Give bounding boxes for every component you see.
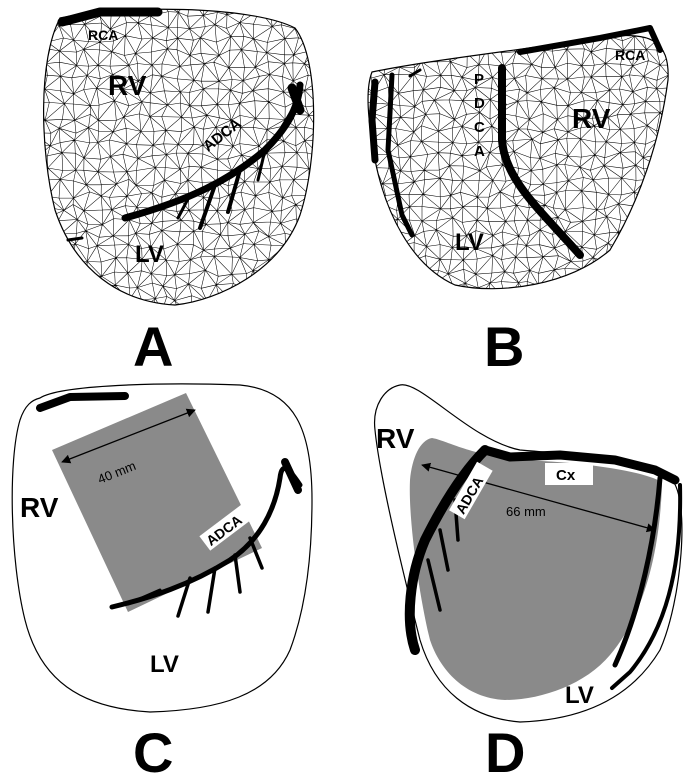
panel-b-rv-label: RV — [572, 103, 611, 134]
panel-a: RCA RV ADCA LV A — [32, 0, 338, 378]
panel-b-pdca-c: C — [474, 119, 485, 136]
panel-c-lv-label: LV — [150, 651, 179, 678]
panel-c-rca-label: RCA — [58, 403, 88, 419]
panel-a-letter: A — [133, 315, 173, 378]
panel-a-lv-label: LV — [135, 241, 164, 268]
panel-c: RCA 40 mm RV ADCA LV C — [12, 384, 312, 777]
panel-c-letter: C — [133, 721, 173, 777]
panel-d-dimension-label: 66 mm — [506, 504, 546, 519]
panel-d-rv-label: RV — [376, 423, 415, 454]
panel-b-rca-label: RCA — [615, 47, 645, 63]
panel-b-pdca-p: P — [474, 71, 484, 88]
panel-a-rca-label: RCA — [88, 27, 118, 43]
panel-b-pdca-a: A — [474, 143, 485, 160]
panel-b: RCA P D C A RV LV B — [357, 22, 687, 379]
panel-d-cx-label: Cx — [556, 467, 576, 484]
panel-b-letter: B — [484, 315, 524, 378]
panel-b-pdca-d: D — [474, 95, 485, 112]
panel-c-rv-label: RV — [20, 492, 59, 523]
panel-b-lv-label: LV — [455, 229, 484, 256]
panel-d: RV ADCA Cx 66 mm LV D — [375, 385, 682, 777]
panel-a-rv-label: RV — [108, 70, 147, 101]
panel-d-lv-label: LV — [565, 682, 594, 709]
panel-d-letter: D — [485, 721, 525, 777]
